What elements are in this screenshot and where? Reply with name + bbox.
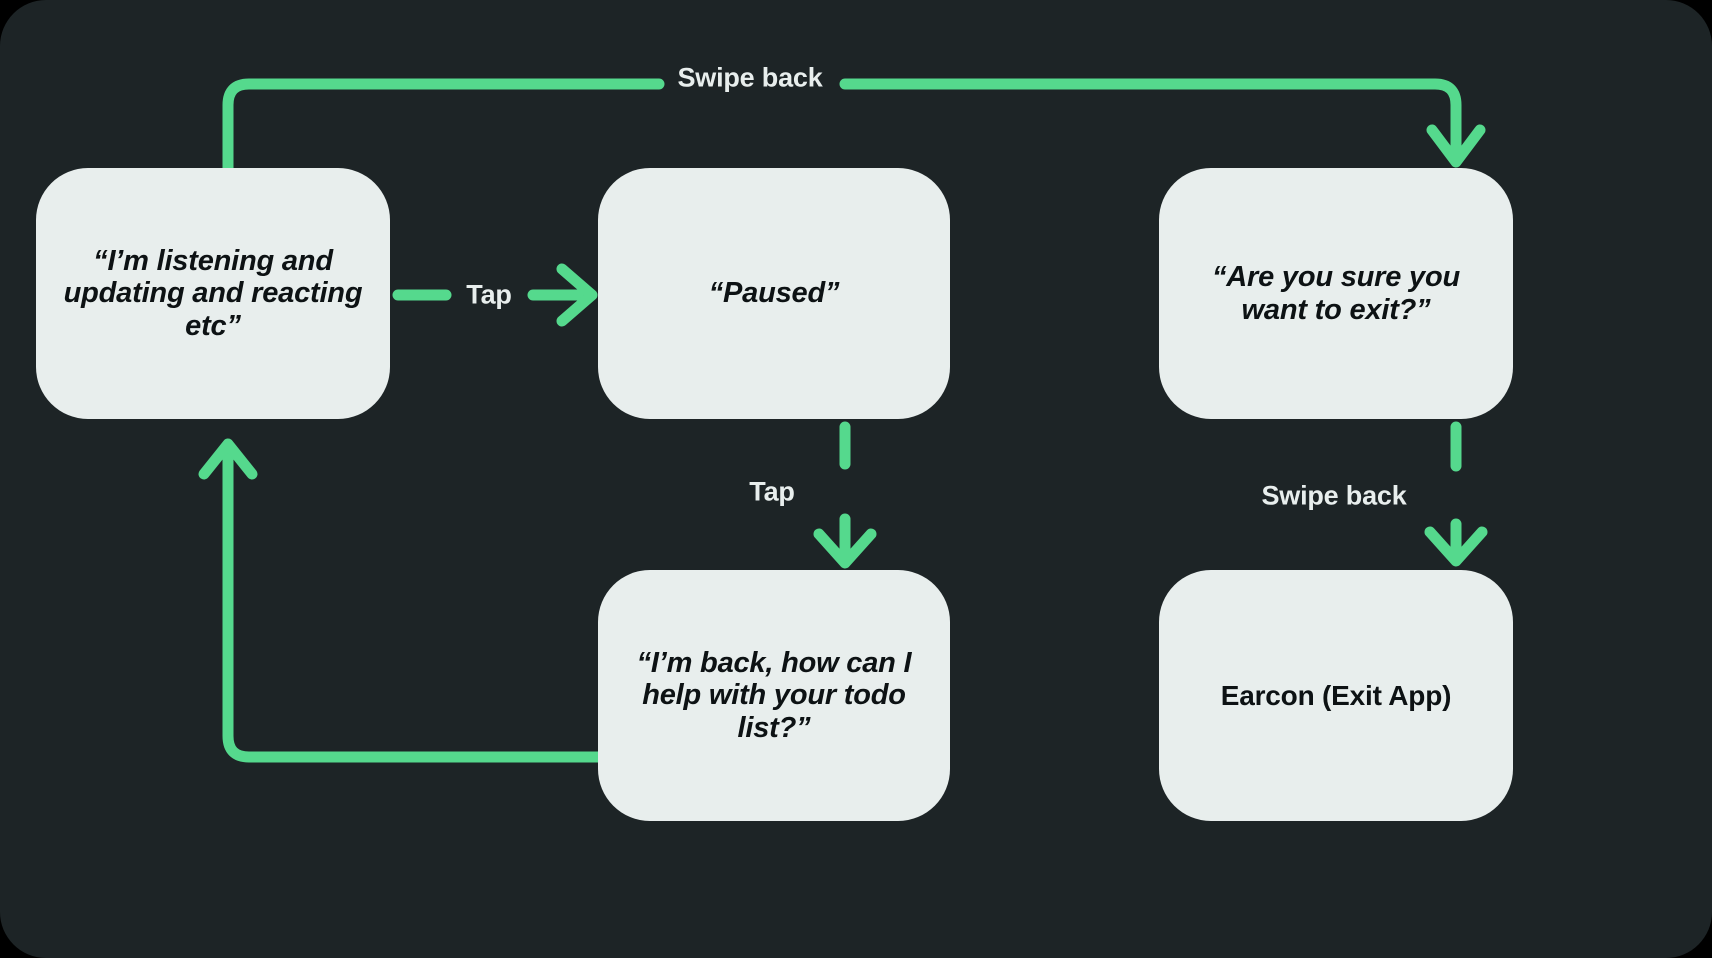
node-earcon-label: Earcon (Exit App) [1220,679,1452,711]
node-confirm-exit-label: “Are you sure you want to exit?” [1212,261,1460,326]
edge-swipe-back-top-left [222,78,665,174]
node-earcon[interactable]: Earcon (Exit App) [1159,570,1513,821]
node-paused-label: “Paused” [708,277,840,310]
edge-tap-down-arrowhead [813,528,877,569]
edge-swipe-back-top-right [839,78,1462,156]
edge-back-to-listening [222,446,604,763]
edge-label-tap-listening-to-paused: Tap [466,279,512,310]
edge-swipe-back-top-arrowhead [1426,124,1486,168]
node-paused[interactable]: “Paused” [598,168,950,419]
edge-back-to-listening-arrowhead [198,438,258,480]
node-listening[interactable]: “I’m listening and updating and reacting… [36,168,390,419]
node-confirm-exit[interactable]: “Are you sure you want to exit?” [1159,168,1513,419]
node-back-label: “I’m back, how can I help with your todo… [636,646,912,744]
edge-label-tap-paused-to-back: Tap [749,476,795,507]
edge-label-swipe-back-top: Swipe back [677,62,823,93]
edge-swipe-back-exit-arrowhead [1424,526,1488,567]
node-listening-label: “I’m listening and updating and reacting… [63,244,363,342]
node-back[interactable]: “I’m back, how can I help with your todo… [598,570,950,821]
edge-tap-right-arrowhead [556,263,598,327]
edge-label-swipe-back-exit: Swipe back [1261,480,1407,511]
